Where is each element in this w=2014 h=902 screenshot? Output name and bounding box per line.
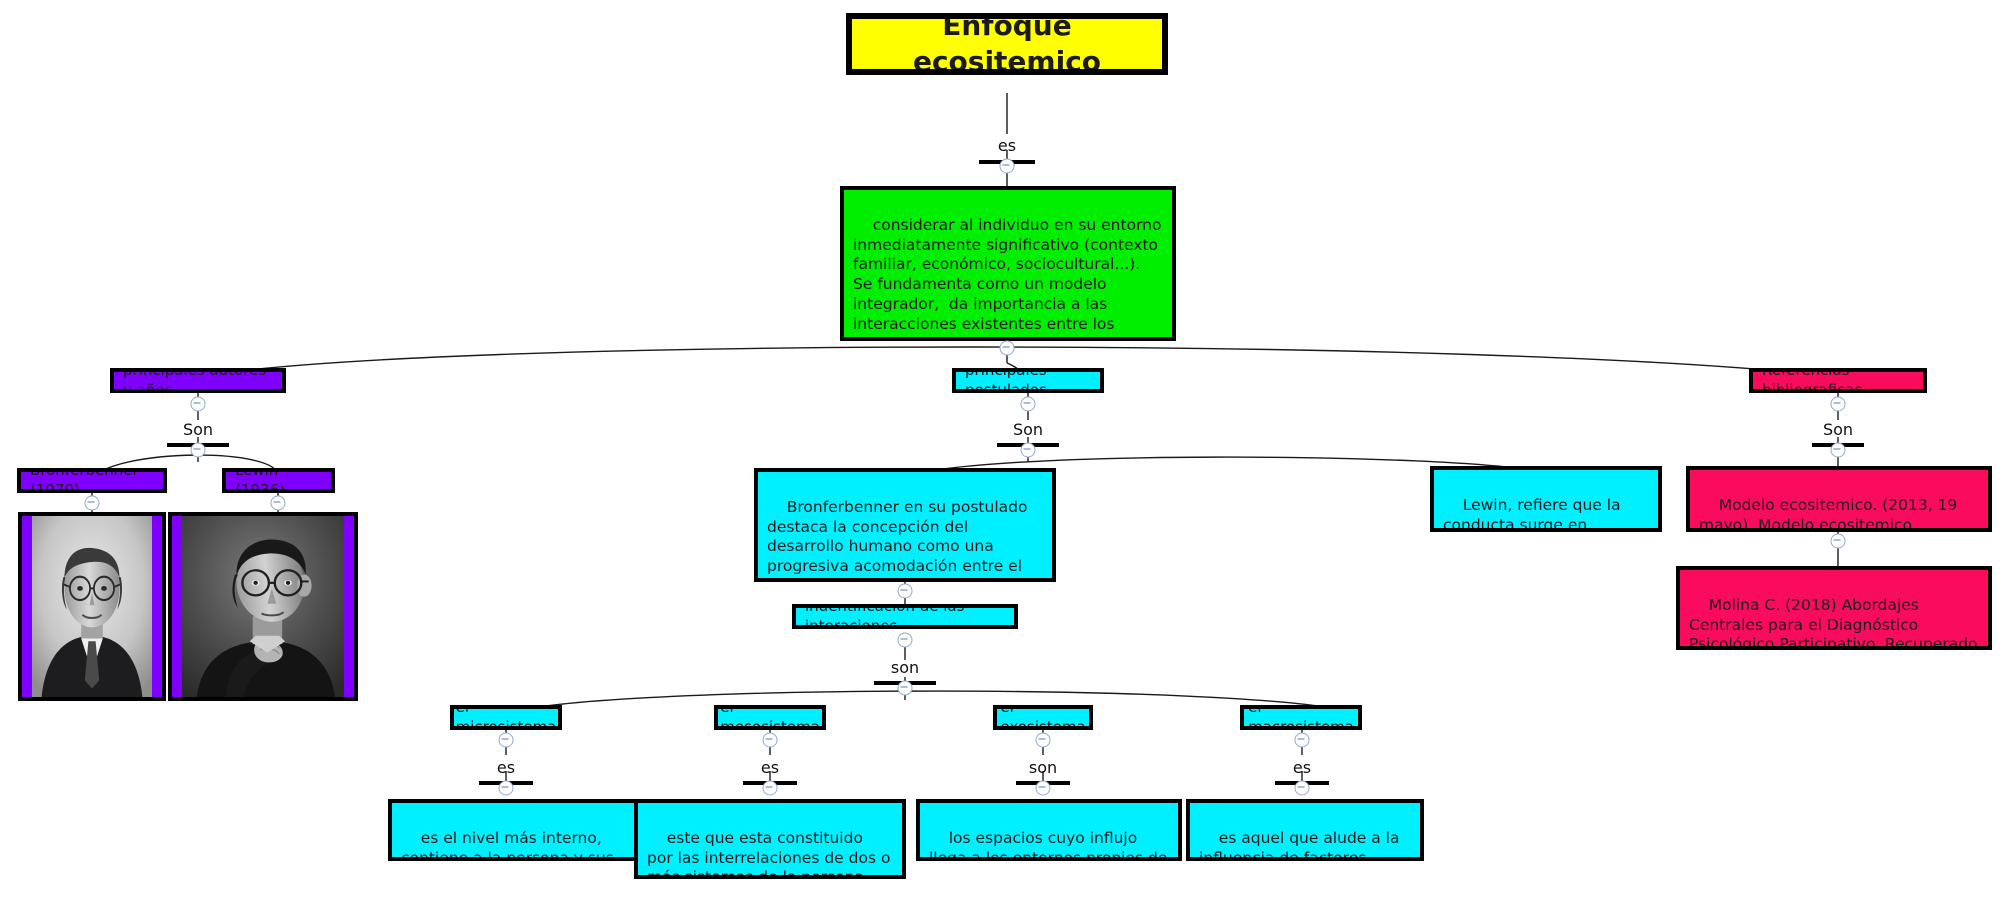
postulate-node-bronfenbrenner[interactable]: Bronferbenner en su postulado destaca la…	[754, 468, 1056, 582]
definition-text: considerar al individuo en su entorno in…	[853, 215, 1162, 337]
collapse-handle-interactions[interactable]	[897, 632, 913, 648]
collapse-handle-interactions-children[interactable]	[897, 680, 913, 696]
system-description-text-0: es el nivel más interno, contiene a la p…	[401, 828, 614, 861]
reference-node-1[interactable]: Modelo ecositemico. (2013, 19 mayo). Mod…	[1686, 466, 1992, 532]
system-node-macrosistema[interactable]: el macrosistema	[1240, 705, 1362, 730]
collapse-handle-postulates[interactable]	[1020, 396, 1036, 412]
collapse-handle-system-0[interactable]	[498, 732, 514, 748]
system-description-text-3: es aquel que alude a la influencia de fa…	[1199, 828, 1400, 861]
collapse-handle-system-2[interactable]	[1035, 732, 1051, 748]
link-phrase-system-1[interactable]: es	[760, 758, 780, 777]
link-phrase-son-interactions[interactable]: son	[890, 658, 920, 677]
collapse-handle-reference-1[interactable]	[1830, 533, 1846, 549]
system-node-microsistema[interactable]: el microsistema	[450, 705, 562, 730]
collapse-handle-postulates-children[interactable]	[1020, 442, 1036, 458]
branch-references-node[interactable]: Referencias bibliograficas	[1749, 368, 1927, 393]
bronfenbrenner-portrait[interactable]	[18, 512, 166, 701]
collapse-handle-postulate-0[interactable]	[897, 583, 913, 599]
collapse-handle-system-1[interactable]	[762, 732, 778, 748]
map-title-node[interactable]: Enfoque ecositemico	[846, 13, 1168, 75]
link-phrase-system-0[interactable]: es	[496, 758, 516, 777]
collapse-handle-root[interactable]	[999, 158, 1015, 174]
link-phrase-postulates[interactable]: Son	[1012, 420, 1044, 439]
author-node-bronfenbrenner[interactable]: Bronferbenner (1979)	[17, 468, 167, 493]
postulate-text-lewin: Lewin, refiere que la conducta surge en …	[1443, 495, 1621, 532]
portrait-image-bronfenbrenner	[32, 516, 152, 697]
postulate-node-lewin[interactable]: Lewin, refiere que la conducta surge en …	[1430, 466, 1662, 532]
reference-text-2: Molina C. (2018) Abordajes Centrales par…	[1689, 595, 1978, 650]
collapse-handle-system-2-child[interactable]	[1035, 780, 1051, 796]
collapse-handle-references-children[interactable]	[1830, 442, 1846, 458]
collapse-handle-system-3-child[interactable]	[1294, 780, 1310, 796]
link-phrase-es-root[interactable]: es	[997, 136, 1017, 155]
collapse-handle-system-1-child[interactable]	[762, 780, 778, 796]
system-description-mesosistema[interactable]: este que esta constituido por las interr…	[634, 799, 906, 879]
reference-text-1: Modelo ecositemico. (2013, 19 mayo). Mod…	[1699, 495, 1958, 532]
system-description-text-1: este que esta constituido por las interr…	[647, 828, 891, 879]
collapse-handle-authors-children[interactable]	[190, 442, 206, 458]
collapse-handle-system-3[interactable]	[1294, 732, 1310, 748]
reference-node-2[interactable]: Molina C. (2018) Abordajes Centrales par…	[1676, 566, 1992, 650]
interactions-node[interactable]: indentificacion de las interaciones	[792, 604, 1018, 629]
system-description-exosistema[interactable]: los espacios cuyo influjo llega a los en…	[916, 799, 1182, 861]
collapse-handle-authors[interactable]	[190, 396, 206, 412]
collapse-handle-system-0-child[interactable]	[498, 780, 514, 796]
link-phrase-authors[interactable]: Son	[182, 420, 214, 439]
portrait-image-lewin	[182, 516, 344, 697]
system-description-text-2: los espacios cuyo influjo llega a los en…	[929, 828, 1168, 861]
collapse-handle-author-1[interactable]	[270, 495, 286, 511]
link-phrase-references[interactable]: Son	[1822, 420, 1854, 439]
postulate-text-bronfenbrenner: Bronferbenner en su postulado destaca la…	[767, 497, 1030, 578]
lewin-portrait[interactable]	[168, 512, 358, 701]
system-description-macrosistema[interactable]: es aquel que alude a la influencia de fa…	[1186, 799, 1424, 861]
system-description-microsistema[interactable]: es el nivel más interno, contiene a la p…	[388, 799, 638, 861]
branch-authors-node[interactable]: principales autores y años	[110, 368, 286, 393]
collapse-handle-references[interactable]	[1830, 396, 1846, 412]
link-phrase-system-3[interactable]: es	[1292, 758, 1312, 777]
collapse-handle-definition[interactable]	[999, 340, 1015, 356]
author-node-lewin[interactable]: Lewin (1936)	[222, 468, 335, 493]
system-node-mesosistema[interactable]: el mesosistema	[714, 705, 826, 730]
branch-postulates-node[interactable]: principales postulados	[952, 368, 1104, 393]
link-phrase-system-2[interactable]: son	[1028, 758, 1058, 777]
collapse-handle-author-0[interactable]	[84, 495, 100, 511]
definition-node[interactable]: considerar al individuo en su entorno in…	[840, 186, 1176, 341]
system-node-exosistema[interactable]: el exosistema	[993, 705, 1093, 730]
